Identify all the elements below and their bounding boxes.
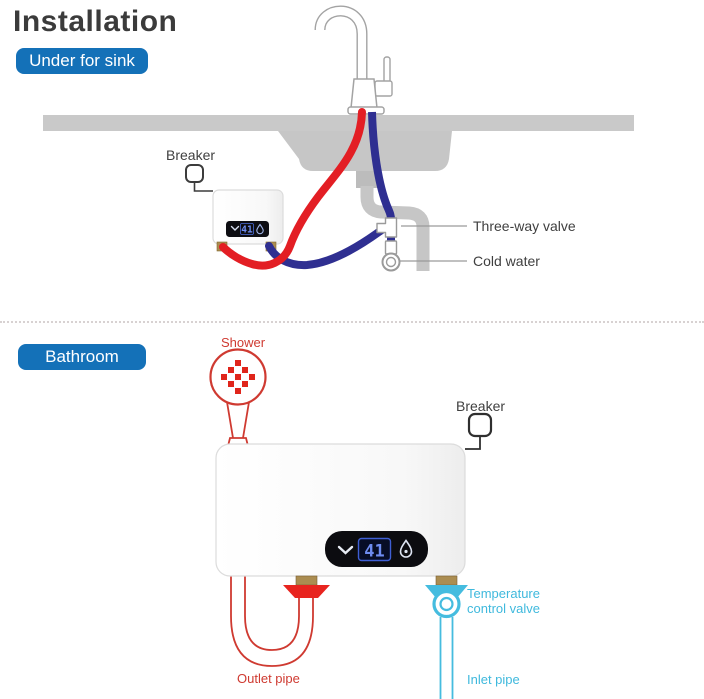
inlet-pipe-label: Inlet pipe — [467, 672, 520, 687]
temperature-control-valve-label: Temperature control valve — [467, 586, 540, 617]
outlet-hose — [230, 454, 314, 667]
water-heater-unit-large: 41 — [215, 443, 468, 598]
chevron-down-icon — [337, 545, 354, 555]
cold-water-connector-icon — [381, 252, 401, 272]
water-heater-unit-small: 41 — [212, 189, 284, 252]
temperature-readout-small: 41 — [241, 225, 253, 236]
hot-pipe — [219, 108, 366, 270]
breaker-wire — [465, 436, 481, 450]
section-badge-under-for-sink: Under for sink — [16, 48, 148, 74]
cold-pipe-heater-branch — [265, 225, 387, 270]
three-way-valve-fitting — [376, 217, 398, 238]
under-sink-diagram: 41 — [43, 5, 634, 272]
section-badge-bathroom: Bathroom — [18, 344, 146, 370]
outlet-funnel-fitting — [283, 585, 330, 598]
water-drop-icon — [399, 539, 413, 558]
outlet-pipe-label: Outlet pipe — [237, 671, 300, 686]
section-divider — [0, 321, 704, 323]
cold-water-label: Cold water — [473, 253, 540, 269]
sink-drain-stub — [356, 171, 378, 188]
inlet-pipe — [439, 617, 454, 699]
shower-label: Shower — [221, 335, 266, 350]
outlet-port-large — [295, 575, 318, 586]
breaker-label: Breaker — [166, 147, 216, 163]
three-way-valve-label: Three-way valve — [473, 218, 576, 234]
breaker-wire — [193, 182, 213, 192]
drain-pipe — [360, 186, 430, 271]
shower-head-icon — [209, 348, 267, 455]
cold-pipe-main — [368, 111, 395, 243]
faucet — [314, 5, 393, 115]
breaker-label: Breaker — [456, 398, 506, 414]
temperature-control-valve-icon — [432, 589, 461, 619]
breaker-box-icon — [467, 412, 493, 438]
chevron-down-icon — [230, 225, 240, 231]
breaker-box-icon — [185, 164, 204, 183]
inlet-port-large — [435, 575, 458, 586]
page-title: Installation — [13, 5, 178, 38]
sink-basin — [278, 131, 452, 171]
counter-top — [43, 115, 634, 131]
water-drop-icon — [256, 223, 264, 235]
cold-water-fitting — [384, 240, 398, 255]
bathroom-diagram: 41 — [209, 348, 493, 699]
temperature-readout-large: 41 — [364, 542, 384, 562]
